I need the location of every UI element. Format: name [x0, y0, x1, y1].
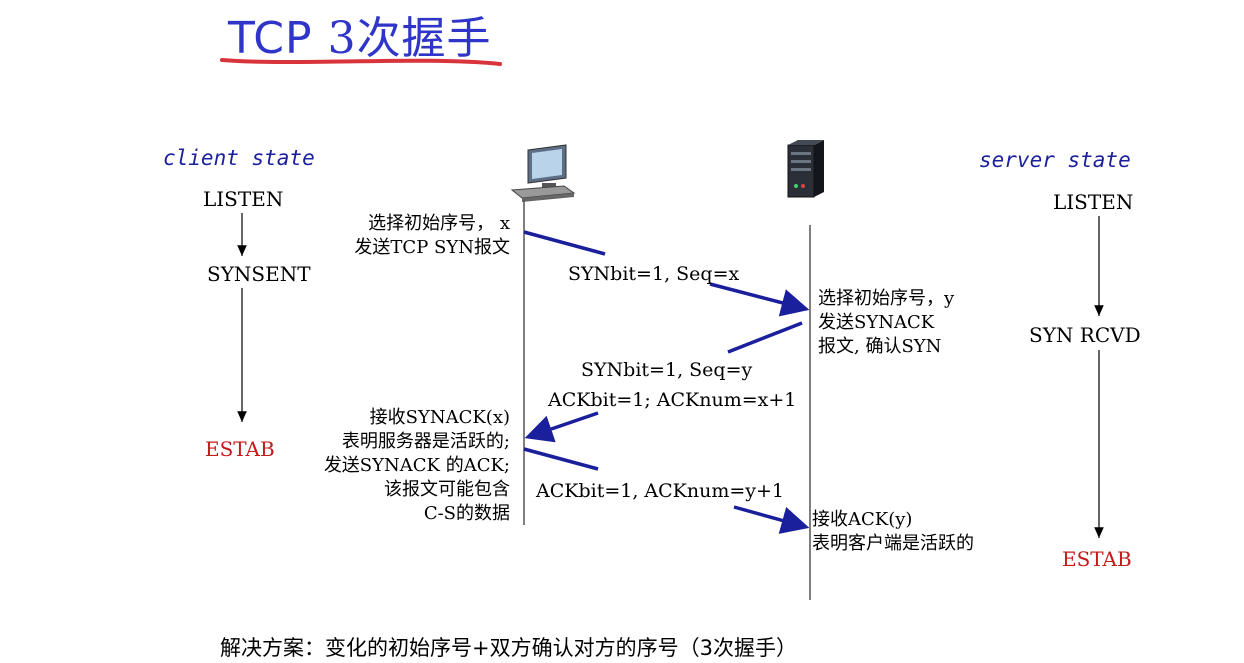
note-line: 选择初始序号，y — [818, 288, 955, 309]
synack-message-label-2: ACKbit=1; ACKnum=x+1 — [548, 389, 797, 411]
note-line: 该报文可能包含 — [384, 479, 510, 500]
desktop-computer-icon — [510, 144, 576, 202]
server-tower-icon — [787, 140, 824, 198]
note-line: 选择初始序号， x — [368, 213, 510, 234]
ack-message-label: ACKbit=1, ACKnum=y+1 — [536, 480, 785, 502]
note-line: 接收ACK(y) — [812, 509, 913, 530]
note-line: 报文, 确认SYN — [818, 336, 942, 357]
page-title: TCP 3次握手 — [228, 2, 492, 66]
synack-arrow-seg1 — [727, 321, 803, 354]
syn-arrow-seg1 — [523, 230, 606, 256]
server-state-listen: LISTEN — [1053, 190, 1134, 214]
client-state-synsent: SYNSENT — [207, 262, 311, 286]
client-note-step3: 接收SYNACK(x) 表明服务器是活跃的; 发送SYNACK 的ACK; 该报… — [324, 406, 510, 526]
title-underline — [220, 58, 502, 66]
title-rest: 次握手 — [356, 13, 492, 64]
note-line: 发送TCP SYN报文 — [354, 237, 510, 258]
ack-arrow-seg2 — [733, 505, 810, 534]
client-state-estab: ESTAB — [205, 437, 275, 461]
syn-arrow-seg2 — [709, 282, 810, 317]
syn-message-label: SYNbit=1, Seq=x — [568, 263, 740, 285]
note-line: C-S的数据 — [423, 503, 510, 524]
server-note-step4: 接收ACK(y) 表明客户端是活跃的 — [812, 508, 974, 556]
synack-arrow-seg2 — [524, 411, 599, 443]
server-state-header: server state — [979, 148, 1131, 172]
title-prefix: TCP — [228, 13, 313, 64]
server-state-estab: ESTAB — [1062, 547, 1132, 571]
client-state-listen: LISTEN — [203, 187, 284, 211]
title-num: 3 — [327, 13, 357, 64]
note-line: 发送SYNACK 的ACK; — [323, 455, 510, 476]
client-note-step1: 选择初始序号， x 发送TCP SYN报文 — [354, 212, 510, 260]
footer-caption: 解决方案：变化的初始序号+双方确认对方的序号（3次握手） — [220, 636, 797, 660]
ack-arrow-seg1 — [523, 447, 599, 471]
note-line: 表明客户端是活跃的 — [812, 533, 974, 554]
note-line: 接收SYNACK(x) — [369, 407, 510, 428]
synack-message-label-1: SYNbit=1, Seq=y — [581, 359, 753, 381]
server-note-step2: 选择初始序号，y 发送SYNACK 报文, 确认SYN — [818, 287, 954, 359]
note-line: 表明服务器是活跃的; — [341, 431, 510, 452]
server-state-syn-rcvd: SYN RCVD — [1029, 323, 1141, 347]
client-state-header: client state — [163, 146, 315, 170]
note-line: 发送SYNACK — [818, 312, 935, 333]
